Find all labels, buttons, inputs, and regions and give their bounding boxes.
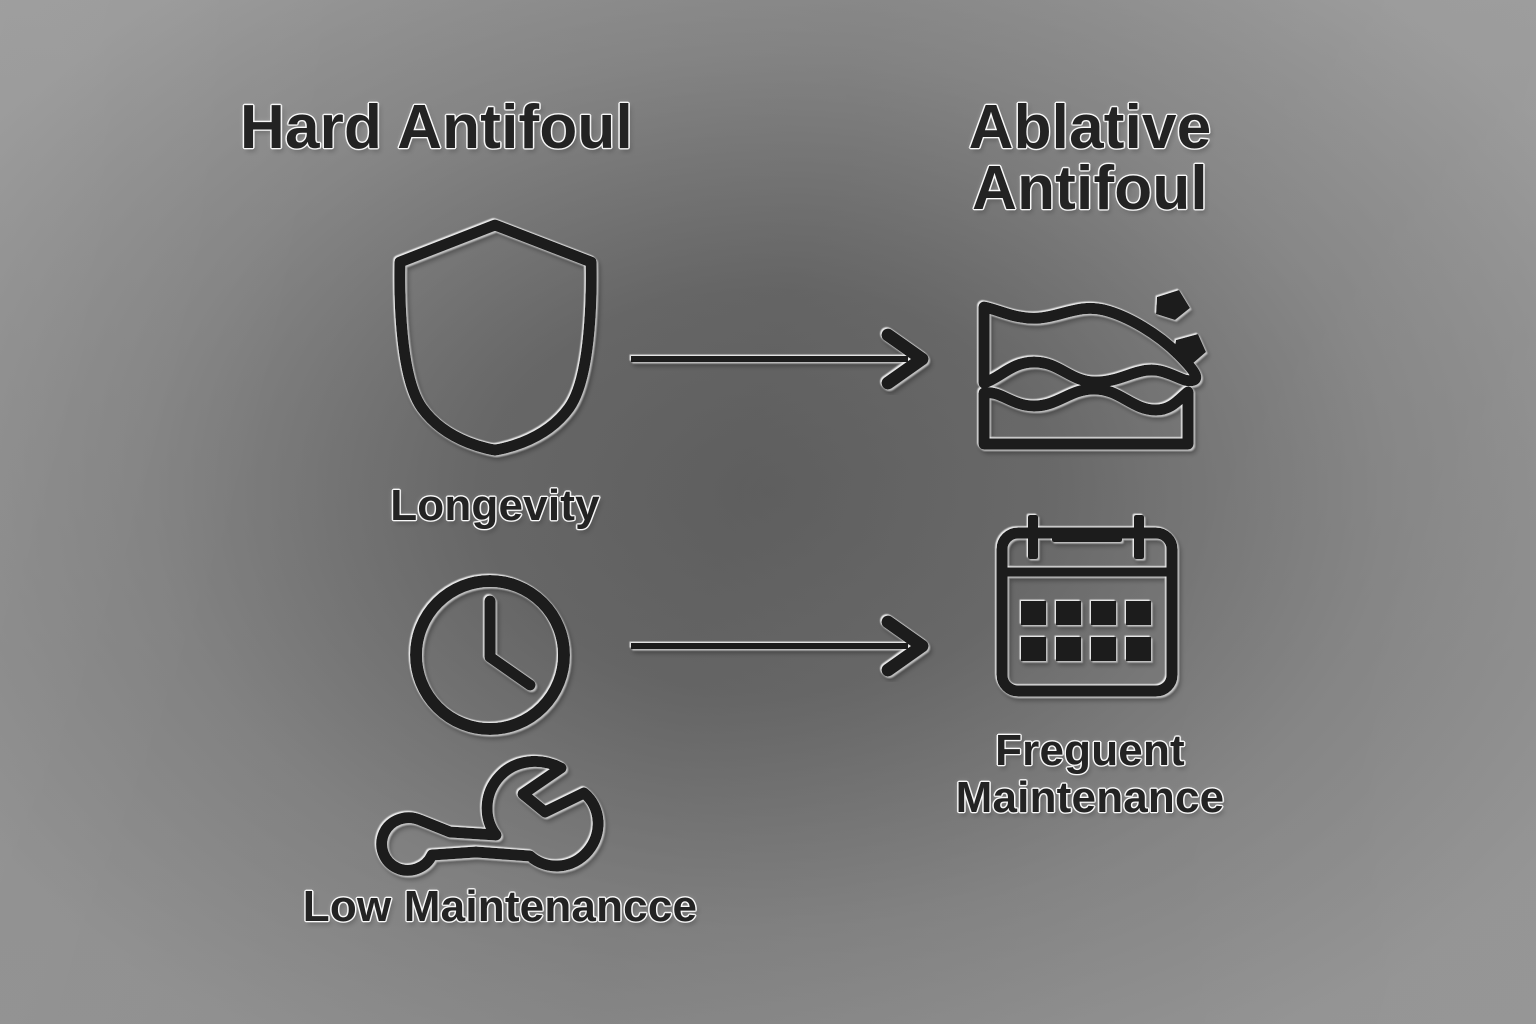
label-longevity: Longevity <box>390 481 600 530</box>
label-low-maintenance: Low Maintenancce <box>302 882 698 931</box>
right-column-title: Ablative Antifoul <box>968 93 1212 223</box>
label-frequent-maintenance: Freguent Maintenance <box>955 726 1225 823</box>
left-column-title: Hard Antifoul <box>240 93 633 162</box>
